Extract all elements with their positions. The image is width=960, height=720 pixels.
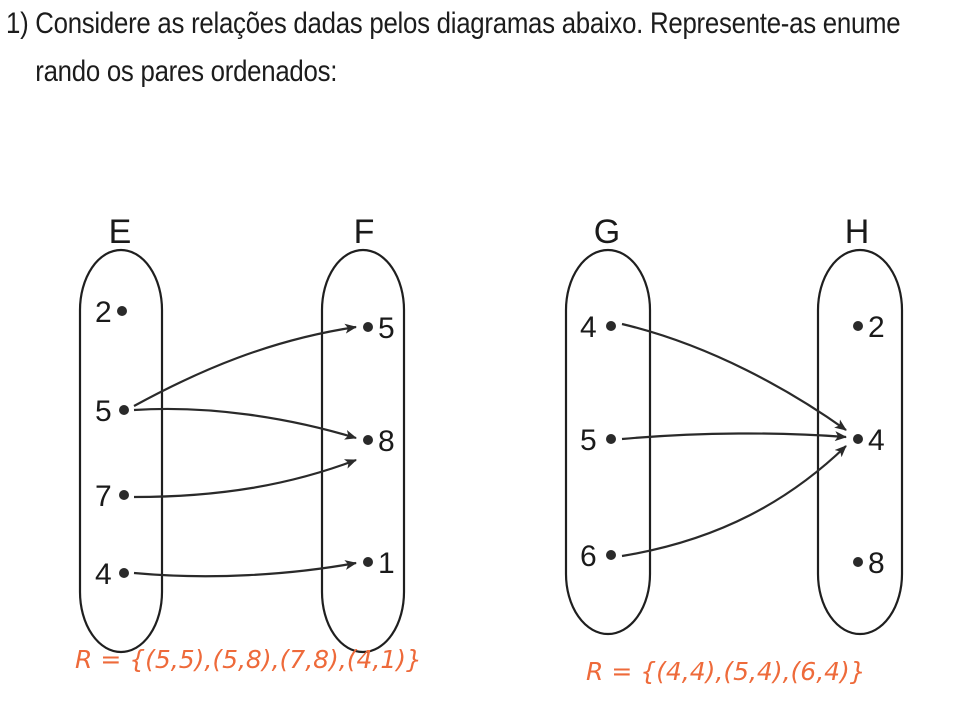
element-dot [853, 557, 863, 567]
answer-relation-1: R = {(5,5),(5,8),(7,8),(4,1)} [75, 645, 422, 674]
element-g-1: 4 [580, 311, 597, 344]
diagram-e-f: E F 2 5 7 4 5 8 1 R = {(5,5),(5,8),(7,8)… [75, 213, 422, 674]
element-dot [119, 568, 129, 578]
element-dot [606, 321, 616, 331]
element-g-2: 5 [580, 424, 597, 457]
question-line-2: rando os pares ordenados: [35, 55, 338, 88]
element-f-2: 8 [378, 425, 395, 458]
set-oval-g [564, 248, 652, 636]
element-g-3: 6 [580, 540, 597, 573]
set-label-g: G [594, 213, 620, 251]
arrow-5-to-5 [133, 323, 357, 407]
element-dot [119, 405, 129, 415]
answer-relation-2: R = {(4,4),(5,4),(6,4)} [586, 657, 866, 686]
element-dot [119, 490, 129, 500]
set-oval-h [816, 248, 904, 636]
element-dot [853, 434, 863, 444]
element-f-1: 5 [378, 312, 395, 345]
element-dot [853, 321, 863, 331]
arrow-6-to-4 [621, 445, 847, 558]
arrow-7-to-8 [133, 458, 357, 499]
diagram-g-h: G H 4 5 6 2 4 8 R = {(4,4),(5,4),(6,4)} [564, 213, 904, 686]
element-e-1: 2 [95, 296, 112, 329]
element-h-2: 4 [868, 424, 885, 457]
element-dot [606, 434, 616, 444]
set-label-e: E [109, 213, 132, 251]
element-e-4: 4 [95, 558, 112, 591]
element-e-3: 7 [95, 480, 112, 513]
question-line-1: Considere as relações dadas pelos diagra… [35, 7, 901, 40]
set-oval-e [78, 248, 164, 654]
set-label-h: H [845, 213, 870, 251]
arrow-4-to-1 [133, 560, 357, 578]
arrow-4-to-4 [621, 322, 847, 431]
arrow-5-to-8 [133, 407, 357, 440]
element-f-3: 1 [378, 547, 395, 580]
element-dot [606, 550, 616, 560]
element-dot [117, 306, 127, 316]
element-dot [363, 557, 373, 567]
element-h-1: 2 [868, 311, 885, 344]
element-dot [363, 322, 373, 332]
question-number: 1) [6, 7, 29, 40]
set-label-f: F [354, 213, 375, 251]
question-text: 1)Considere as relações dadas pelos diag… [6, 0, 901, 96]
element-dot [363, 435, 373, 445]
set-oval-f [320, 248, 406, 654]
element-e-2: 5 [95, 395, 112, 428]
element-h-3: 8 [868, 547, 885, 580]
arrow-5-to-4 [621, 431, 847, 442]
